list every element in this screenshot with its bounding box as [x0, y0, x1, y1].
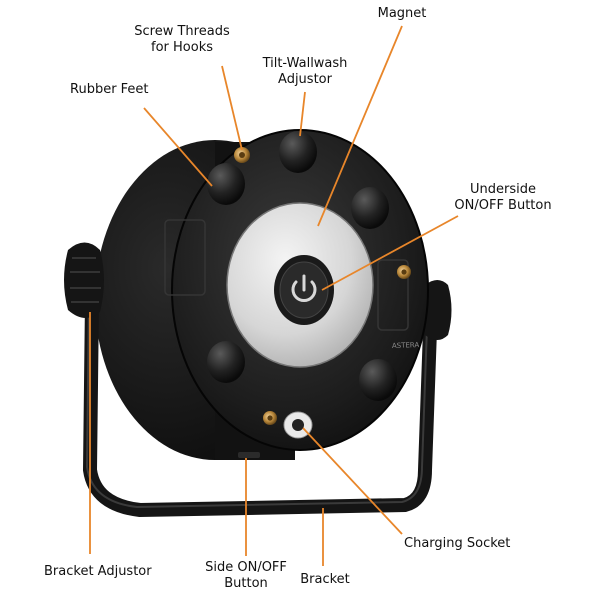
label-bracket: Bracket	[300, 572, 350, 587]
label-magnet: Magnet	[377, 6, 427, 21]
charging-socket	[283, 411, 313, 439]
bracket-knob-right	[421, 280, 452, 340]
label-charging-socket: Charging Socket	[404, 536, 511, 551]
label-screw-threads: Screw Threads for Hooks	[134, 24, 230, 55]
side-power-button	[238, 452, 260, 458]
screw-threads	[234, 147, 411, 425]
device-brand-text: ASTERA	[392, 341, 420, 350]
bracket-knob-left	[64, 242, 104, 319]
bracket-shape	[82, 293, 437, 518]
label-bracket-adjustor: Bracket Adjustor	[44, 564, 152, 579]
label-underside-button: Underside ON/OFF Button	[454, 182, 552, 213]
rubber-feet	[207, 131, 397, 401]
label-tilt-wallwash: Tilt-Wallwash Adjustor	[262, 56, 348, 87]
leader-lines	[89, 25, 459, 566]
label-rubber-feet: Rubber Feet	[70, 82, 149, 97]
label-side-button: Side ON/OFF Button	[205, 560, 287, 591]
underside-power-button	[274, 255, 334, 325]
